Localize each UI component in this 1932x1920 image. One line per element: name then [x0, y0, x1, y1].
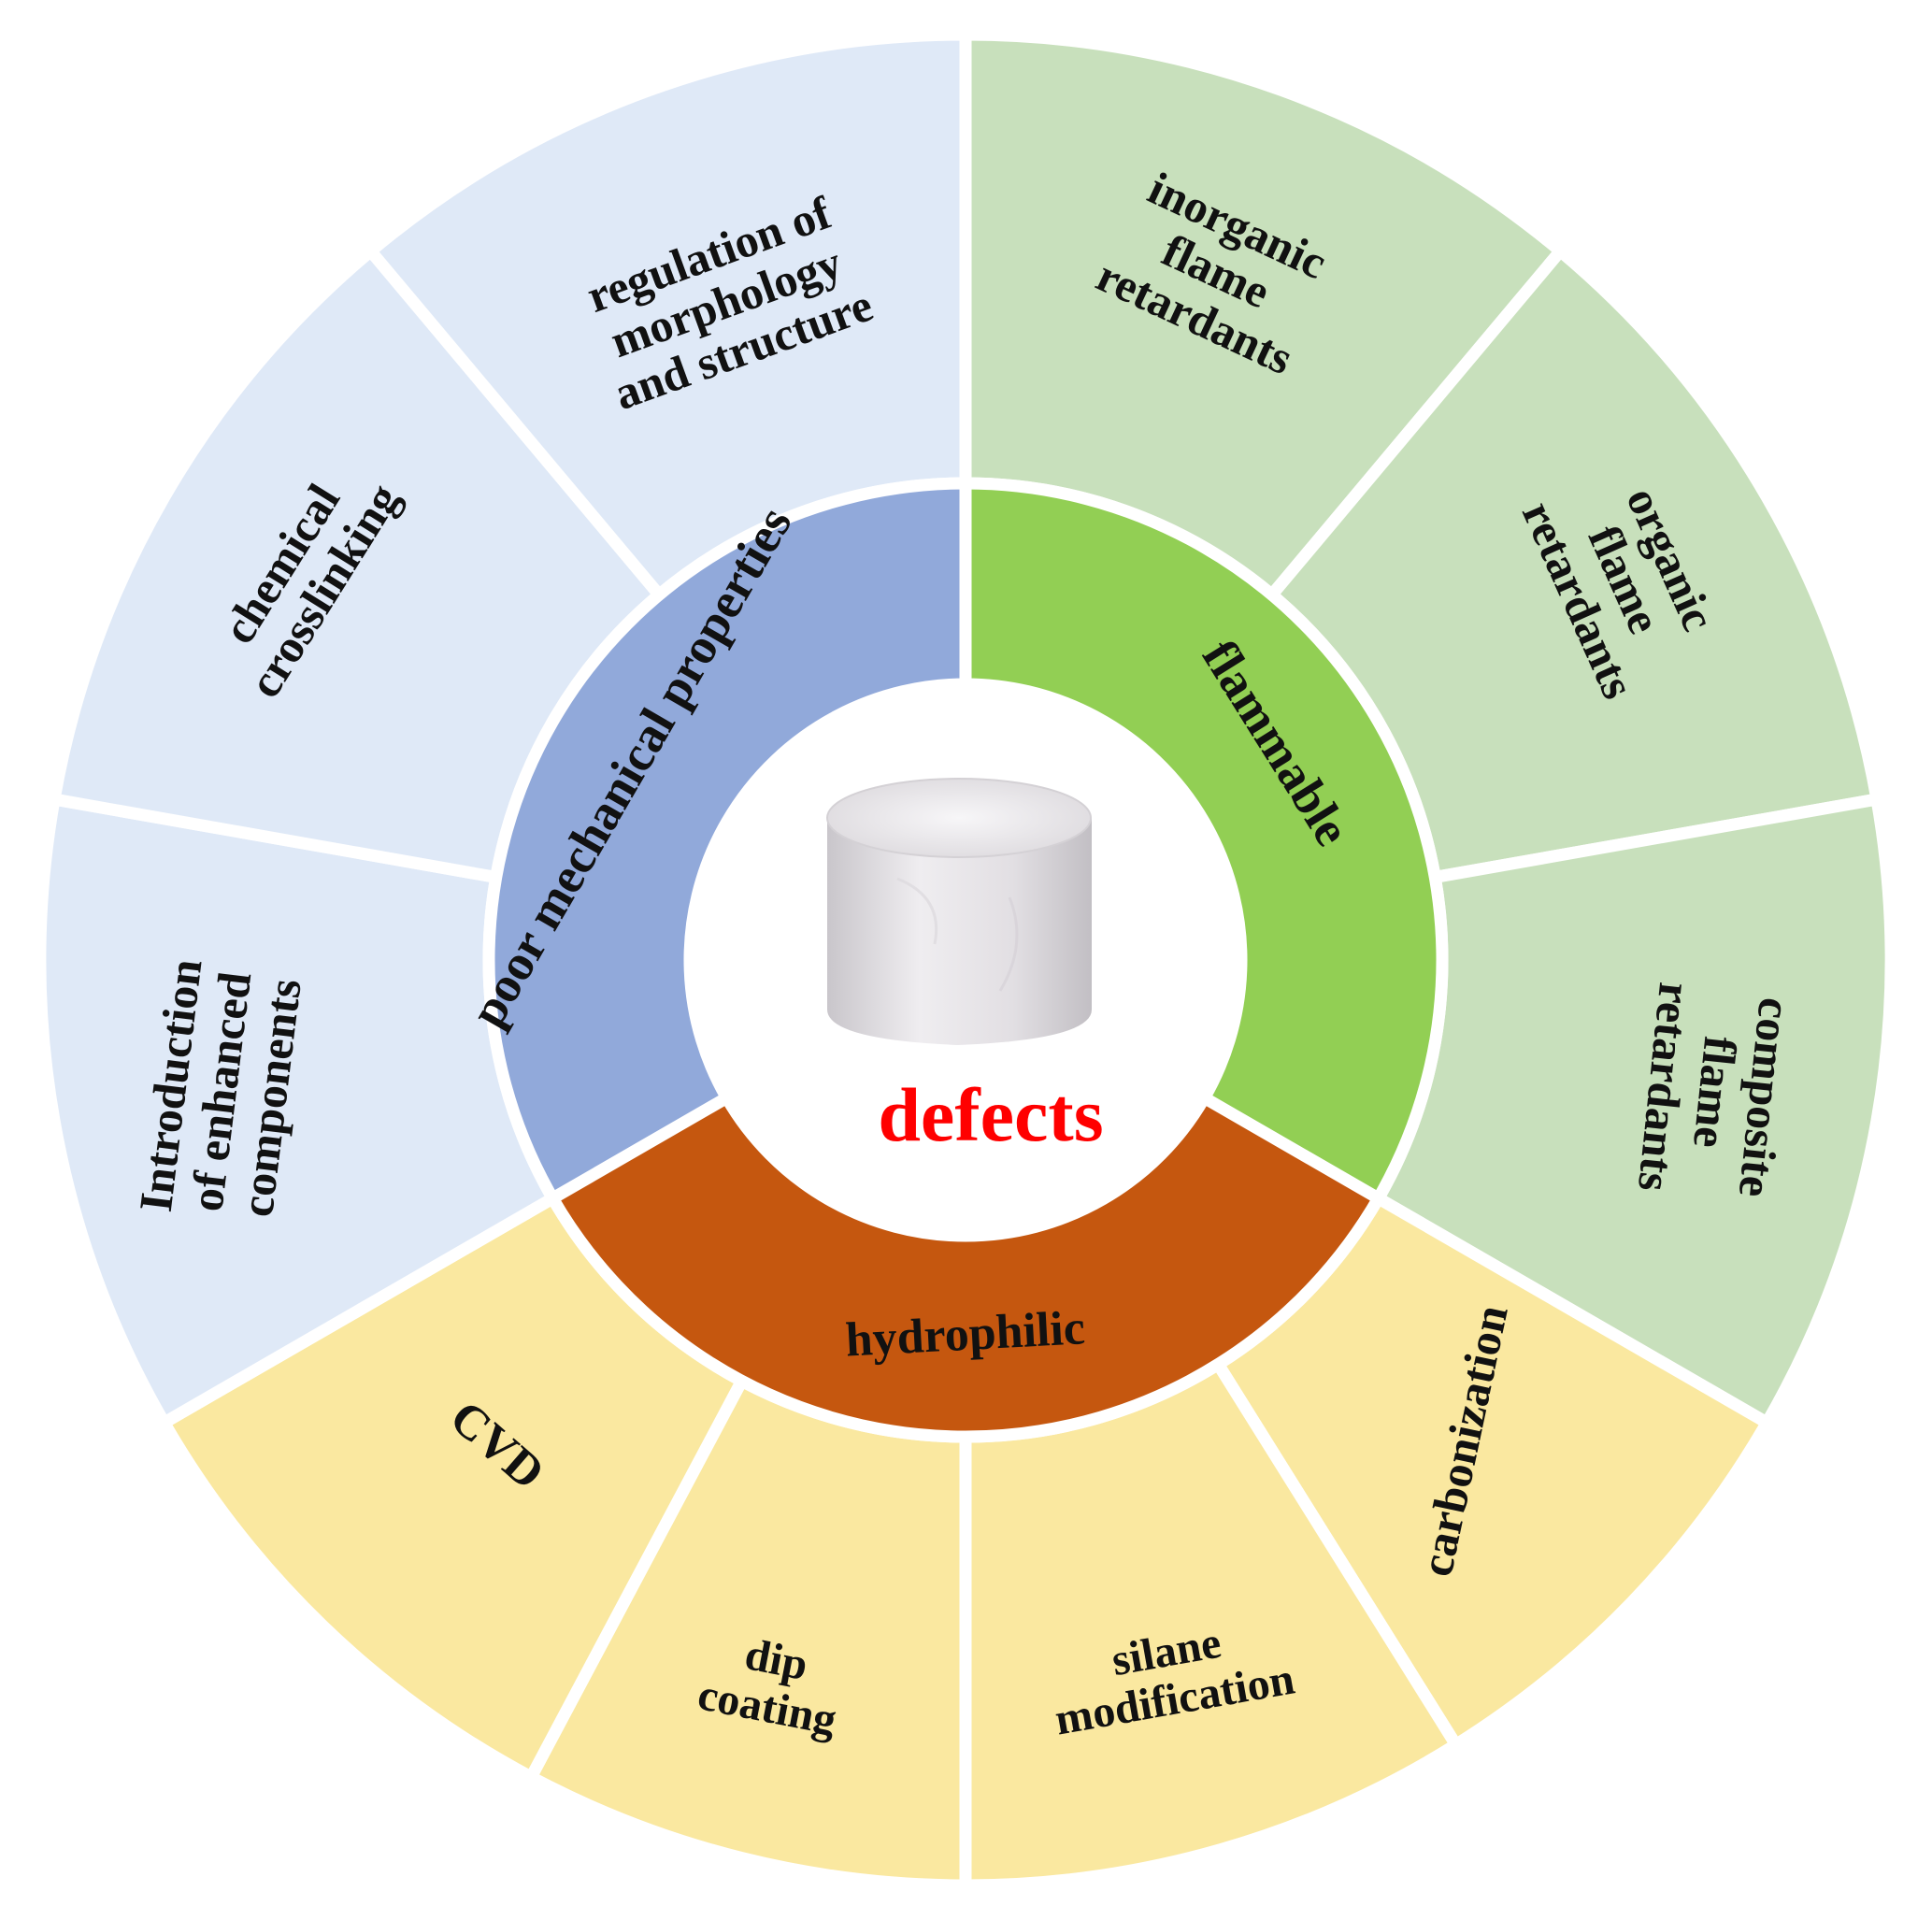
outer-segment-label: Introductionof enhancedcomponents: [129, 956, 312, 1227]
outer-segment-organic-flame-retardants: organicflameretardants: [1263, 242, 1884, 884]
outer-segment-chemical-crosslinking: chemicalcrosslinking: [47, 242, 668, 884]
inner-segment-label: hydrophilic: [844, 1301, 1086, 1367]
center-label: defects: [878, 1072, 1103, 1157]
outer-segment-label-line: flame: [1683, 1034, 1747, 1151]
inner-segment-flammable: flammable: [959, 477, 1449, 1207]
outer-segment-label: compositeflameretardants: [1628, 980, 1803, 1204]
outer-segment-label-line: dip: [741, 1629, 812, 1690]
outer-segment-regulation-of-morphology-and-structure: regulation ofmorphologyand structure: [362, 28, 972, 604]
center-hub: defects: [690, 684, 1241, 1236]
cylinder-sample-image: [826, 778, 1092, 1045]
outer-segment-carbonization: carbonization: [1209, 1190, 1776, 1754]
outer-ring: inorganicflameretardantsorganicflamereta…: [34, 28, 1897, 1892]
